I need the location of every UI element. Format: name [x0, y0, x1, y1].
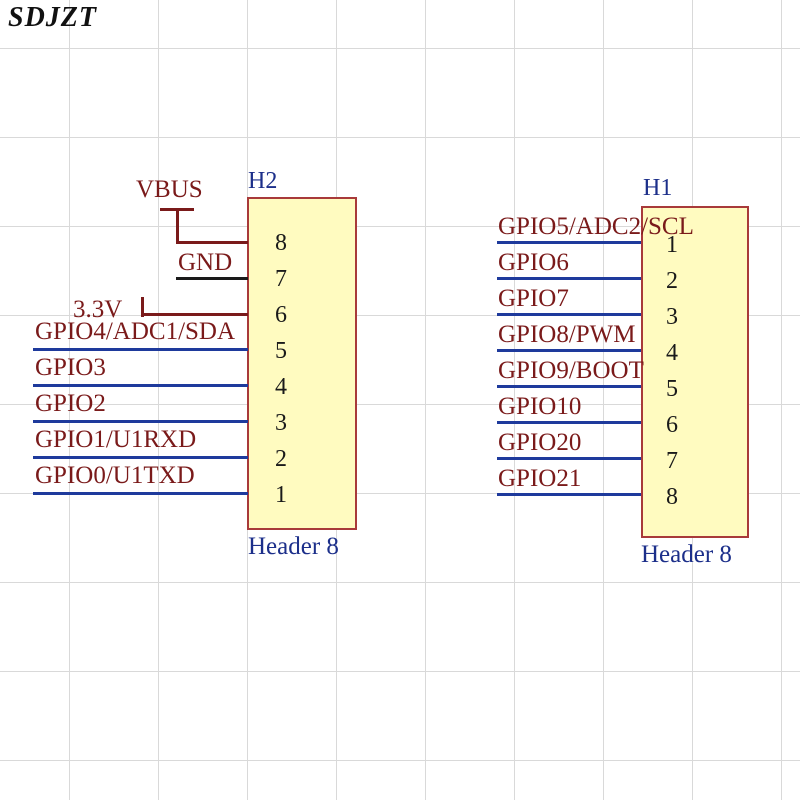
net-label-gpio2: GPIO2	[35, 390, 106, 417]
net-label-gpio20: GPIO20	[498, 429, 582, 456]
h1-pin-number: 7	[666, 448, 678, 474]
net-label-gpio3: GPIO3	[35, 354, 106, 381]
h2-pin-number: 4	[275, 374, 287, 400]
h2-pin-number: 8	[275, 230, 287, 256]
watermark-text: SDJZT	[8, 2, 97, 33]
3v3-port-bar	[141, 297, 144, 317]
gpio2-wire	[33, 420, 248, 423]
h2-body[interactable]	[247, 197, 357, 530]
gpio6-wire	[497, 277, 641, 280]
gpio9-wire	[497, 385, 641, 388]
h2-comment: Header 8	[248, 533, 339, 560]
h2-pin-number: 2	[275, 446, 287, 472]
gpio0-wire	[33, 492, 248, 495]
h1-pin-number: 3	[666, 304, 678, 330]
h2-pin-number: 7	[275, 266, 287, 292]
h1-comment: Header 8	[641, 541, 732, 568]
h1-pin-number: 1	[666, 232, 678, 258]
h1-body[interactable]	[641, 206, 749, 538]
h1-designator: H1	[643, 175, 673, 201]
h2-pin-number: 3	[275, 410, 287, 436]
net-label-gpio1: GPIO1/U1RXD	[35, 426, 197, 453]
3v3-wire	[141, 313, 248, 316]
h2-pin-number: 1	[275, 482, 287, 508]
gpio21-wire	[497, 493, 641, 496]
vbus-port-stem	[176, 208, 179, 243]
h2-pin-number: 6	[275, 302, 287, 328]
gpio3-wire	[33, 384, 248, 387]
gpio1-wire	[33, 456, 248, 459]
net-label-gpio8: GPIO8/PWM	[498, 321, 636, 348]
net-label-gpio21: GPIO21	[498, 465, 582, 492]
gpio4-wire	[33, 348, 248, 351]
net-label-gnd: GND	[178, 249, 233, 276]
gpio8-wire	[497, 349, 641, 352]
h2-pin-7-line	[176, 277, 248, 280]
h1-pin-number: 2	[666, 268, 678, 294]
h1-pin-number: 4	[666, 340, 678, 366]
vbus-wire	[176, 241, 248, 244]
h2-pin-number: 5	[275, 338, 287, 364]
net-label-gpio9: GPIO9/BOOT	[498, 357, 644, 384]
net-label-vbus: VBUS	[136, 176, 203, 203]
net-label-gpio7: GPIO7	[498, 285, 569, 312]
net-label-gpio4: GPIO4/ADC1/SDA	[35, 318, 236, 345]
gpio10-wire	[497, 421, 641, 424]
net-label-gpio0: GPIO0/U1TXD	[35, 462, 195, 489]
gpio20-wire	[497, 457, 641, 460]
net-label-gpio6: GPIO6	[498, 249, 569, 276]
h1-pin-number: 6	[666, 412, 678, 438]
h1-pin-number: 8	[666, 484, 678, 510]
gpio7-wire	[497, 313, 641, 316]
gpio5-wire	[497, 241, 641, 244]
h2-designator: H2	[248, 168, 278, 194]
net-label-gpio10: GPIO10	[498, 393, 582, 420]
net-label-3v3: 3.3V	[73, 296, 123, 323]
h1-pin-number: 5	[666, 376, 678, 402]
net-label-gpio5: GPIO5/ADC2/SCL	[498, 213, 694, 240]
